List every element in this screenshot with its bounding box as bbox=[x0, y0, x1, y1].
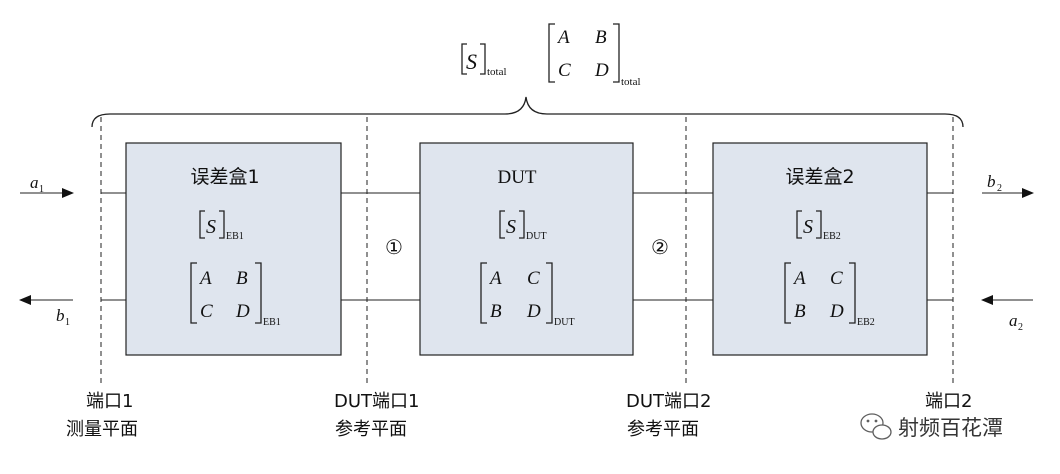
dut-box-rect bbox=[419, 142, 634, 356]
signal-a1: a 1 bbox=[30, 173, 44, 195]
port2-label-line1: 端口2 bbox=[925, 391, 972, 412]
dut-s-subscript: DUT bbox=[526, 231, 547, 242]
dut-matrix-left-bracket bbox=[480, 262, 487, 324]
eb1-s-left-bracket bbox=[199, 210, 205, 239]
total-s-subscript: total bbox=[487, 66, 507, 78]
dut-matrix-a: A bbox=[488, 268, 502, 289]
dut-matrix-d: D bbox=[526, 301, 541, 322]
interface-marker-1: ① bbox=[385, 237, 403, 259]
port1-label: 端口1 测量平面 bbox=[66, 391, 138, 440]
eb2-s-left-bracket bbox=[796, 210, 802, 239]
dut-port2-label: DUT端口2 参考平面 bbox=[626, 391, 711, 440]
eb2-matrix-d: D bbox=[829, 301, 844, 322]
wechat-icon bbox=[860, 413, 892, 440]
eb1-matrix-a: A bbox=[198, 268, 212, 289]
eb1-matrix-b: B bbox=[236, 268, 248, 289]
dut-matrix-right-bracket bbox=[546, 262, 553, 324]
signal-a1-sub: 1 bbox=[39, 184, 44, 195]
signal-b2: b 2 bbox=[987, 172, 1002, 194]
signal-a2-letter: a bbox=[1009, 311, 1018, 330]
eb2-matrix-b: B bbox=[794, 301, 806, 322]
eb2-matrix-c: C bbox=[830, 268, 843, 289]
total-s-parameter: S total bbox=[461, 43, 507, 78]
dut-matrix-c: C bbox=[527, 268, 540, 289]
eb1-matrix-left-bracket bbox=[190, 262, 197, 324]
port2-label: 端口2 bbox=[925, 391, 972, 412]
total-matrix-d: D bbox=[594, 60, 609, 81]
total-matrix-b: B bbox=[595, 27, 607, 48]
total-matrix-c: C bbox=[558, 60, 571, 81]
total-s-right-bracket bbox=[480, 43, 486, 75]
dut-port1-label: DUT端口1 参考平面 bbox=[334, 391, 419, 440]
eb2-matrix-left-bracket bbox=[784, 262, 791, 324]
total-matrix-a: A bbox=[556, 27, 570, 48]
signal-a2-sub: 2 bbox=[1018, 322, 1023, 333]
error-box-1-title: 误差盒1 bbox=[190, 166, 259, 188]
signal-b2-sub: 2 bbox=[997, 183, 1002, 194]
eb2-s-subscript: EB2 bbox=[823, 231, 841, 242]
port1-label-line2: 测量平面 bbox=[66, 419, 138, 440]
error-box-2: 误差盒2 S EB2 A C B D EB2 bbox=[712, 142, 928, 356]
dut-s-symbol: S bbox=[506, 216, 516, 238]
signal-b1: b 1 bbox=[56, 306, 70, 328]
dut-s-left-bracket bbox=[499, 210, 505, 239]
signal-a2: a 2 bbox=[1009, 311, 1023, 333]
signal-b1-letter: b bbox=[56, 306, 65, 325]
signal-a1-letter: a bbox=[30, 173, 39, 192]
dut-box-title: DUT bbox=[497, 167, 536, 188]
dut-port1-label-line1: DUT端口1 bbox=[334, 391, 419, 412]
total-matrix-right-bracket bbox=[613, 23, 620, 83]
eb1-s-right-bracket bbox=[219, 210, 225, 239]
watermark: 射频百花潭 bbox=[860, 413, 1003, 440]
eb2-matrix-a: A bbox=[792, 268, 806, 289]
total-matrix-subscript: total bbox=[621, 76, 641, 88]
signal-b1-sub: 1 bbox=[65, 317, 70, 328]
interface-marker-2: ② bbox=[651, 237, 669, 259]
dut-port2-label-line1: DUT端口2 bbox=[626, 391, 711, 412]
signal-b2-letter: b bbox=[987, 172, 996, 191]
total-abcd-matrix: A B C D total bbox=[548, 23, 641, 88]
dut-matrix-b: B bbox=[490, 301, 502, 322]
error-box-1: 误差盒1 S EB1 A B C D EB1 bbox=[125, 142, 342, 356]
error-box-2-rect bbox=[712, 142, 928, 356]
eb1-matrix-c: C bbox=[200, 301, 213, 322]
dut-box: DUT S DUT A C B D DUT bbox=[419, 142, 634, 356]
eb1-matrix-subscript: EB1 bbox=[263, 317, 281, 328]
error-box-1-rect bbox=[125, 142, 342, 356]
eb2-matrix-subscript: EB2 bbox=[857, 317, 875, 328]
eb2-s-symbol: S bbox=[803, 216, 813, 238]
dut-port1-label-line2: 参考平面 bbox=[335, 419, 407, 440]
eb2-matrix-right-bracket bbox=[849, 262, 856, 324]
eb1-matrix-d: D bbox=[235, 301, 250, 322]
dut-port2-label-line2: 参考平面 bbox=[627, 419, 699, 440]
eb1-matrix-right-bracket bbox=[255, 262, 262, 324]
error-box-2-title: 误差盒2 bbox=[785, 166, 854, 188]
watermark-text: 射频百花潭 bbox=[898, 416, 1003, 440]
dut-matrix-subscript: DUT bbox=[554, 317, 575, 328]
dut-s-right-bracket bbox=[519, 210, 525, 239]
signal-lines bbox=[101, 192, 953, 301]
port1-label-line1: 端口1 bbox=[86, 391, 133, 412]
total-curly-brace bbox=[91, 96, 964, 128]
eb1-s-symbol: S bbox=[206, 216, 216, 238]
total-s-symbol: S bbox=[466, 49, 477, 74]
eb2-s-right-bracket bbox=[816, 210, 822, 239]
total-matrix-left-bracket bbox=[548, 23, 555, 83]
total-s-left-bracket bbox=[461, 43, 467, 75]
eb1-s-subscript: EB1 bbox=[226, 231, 244, 242]
